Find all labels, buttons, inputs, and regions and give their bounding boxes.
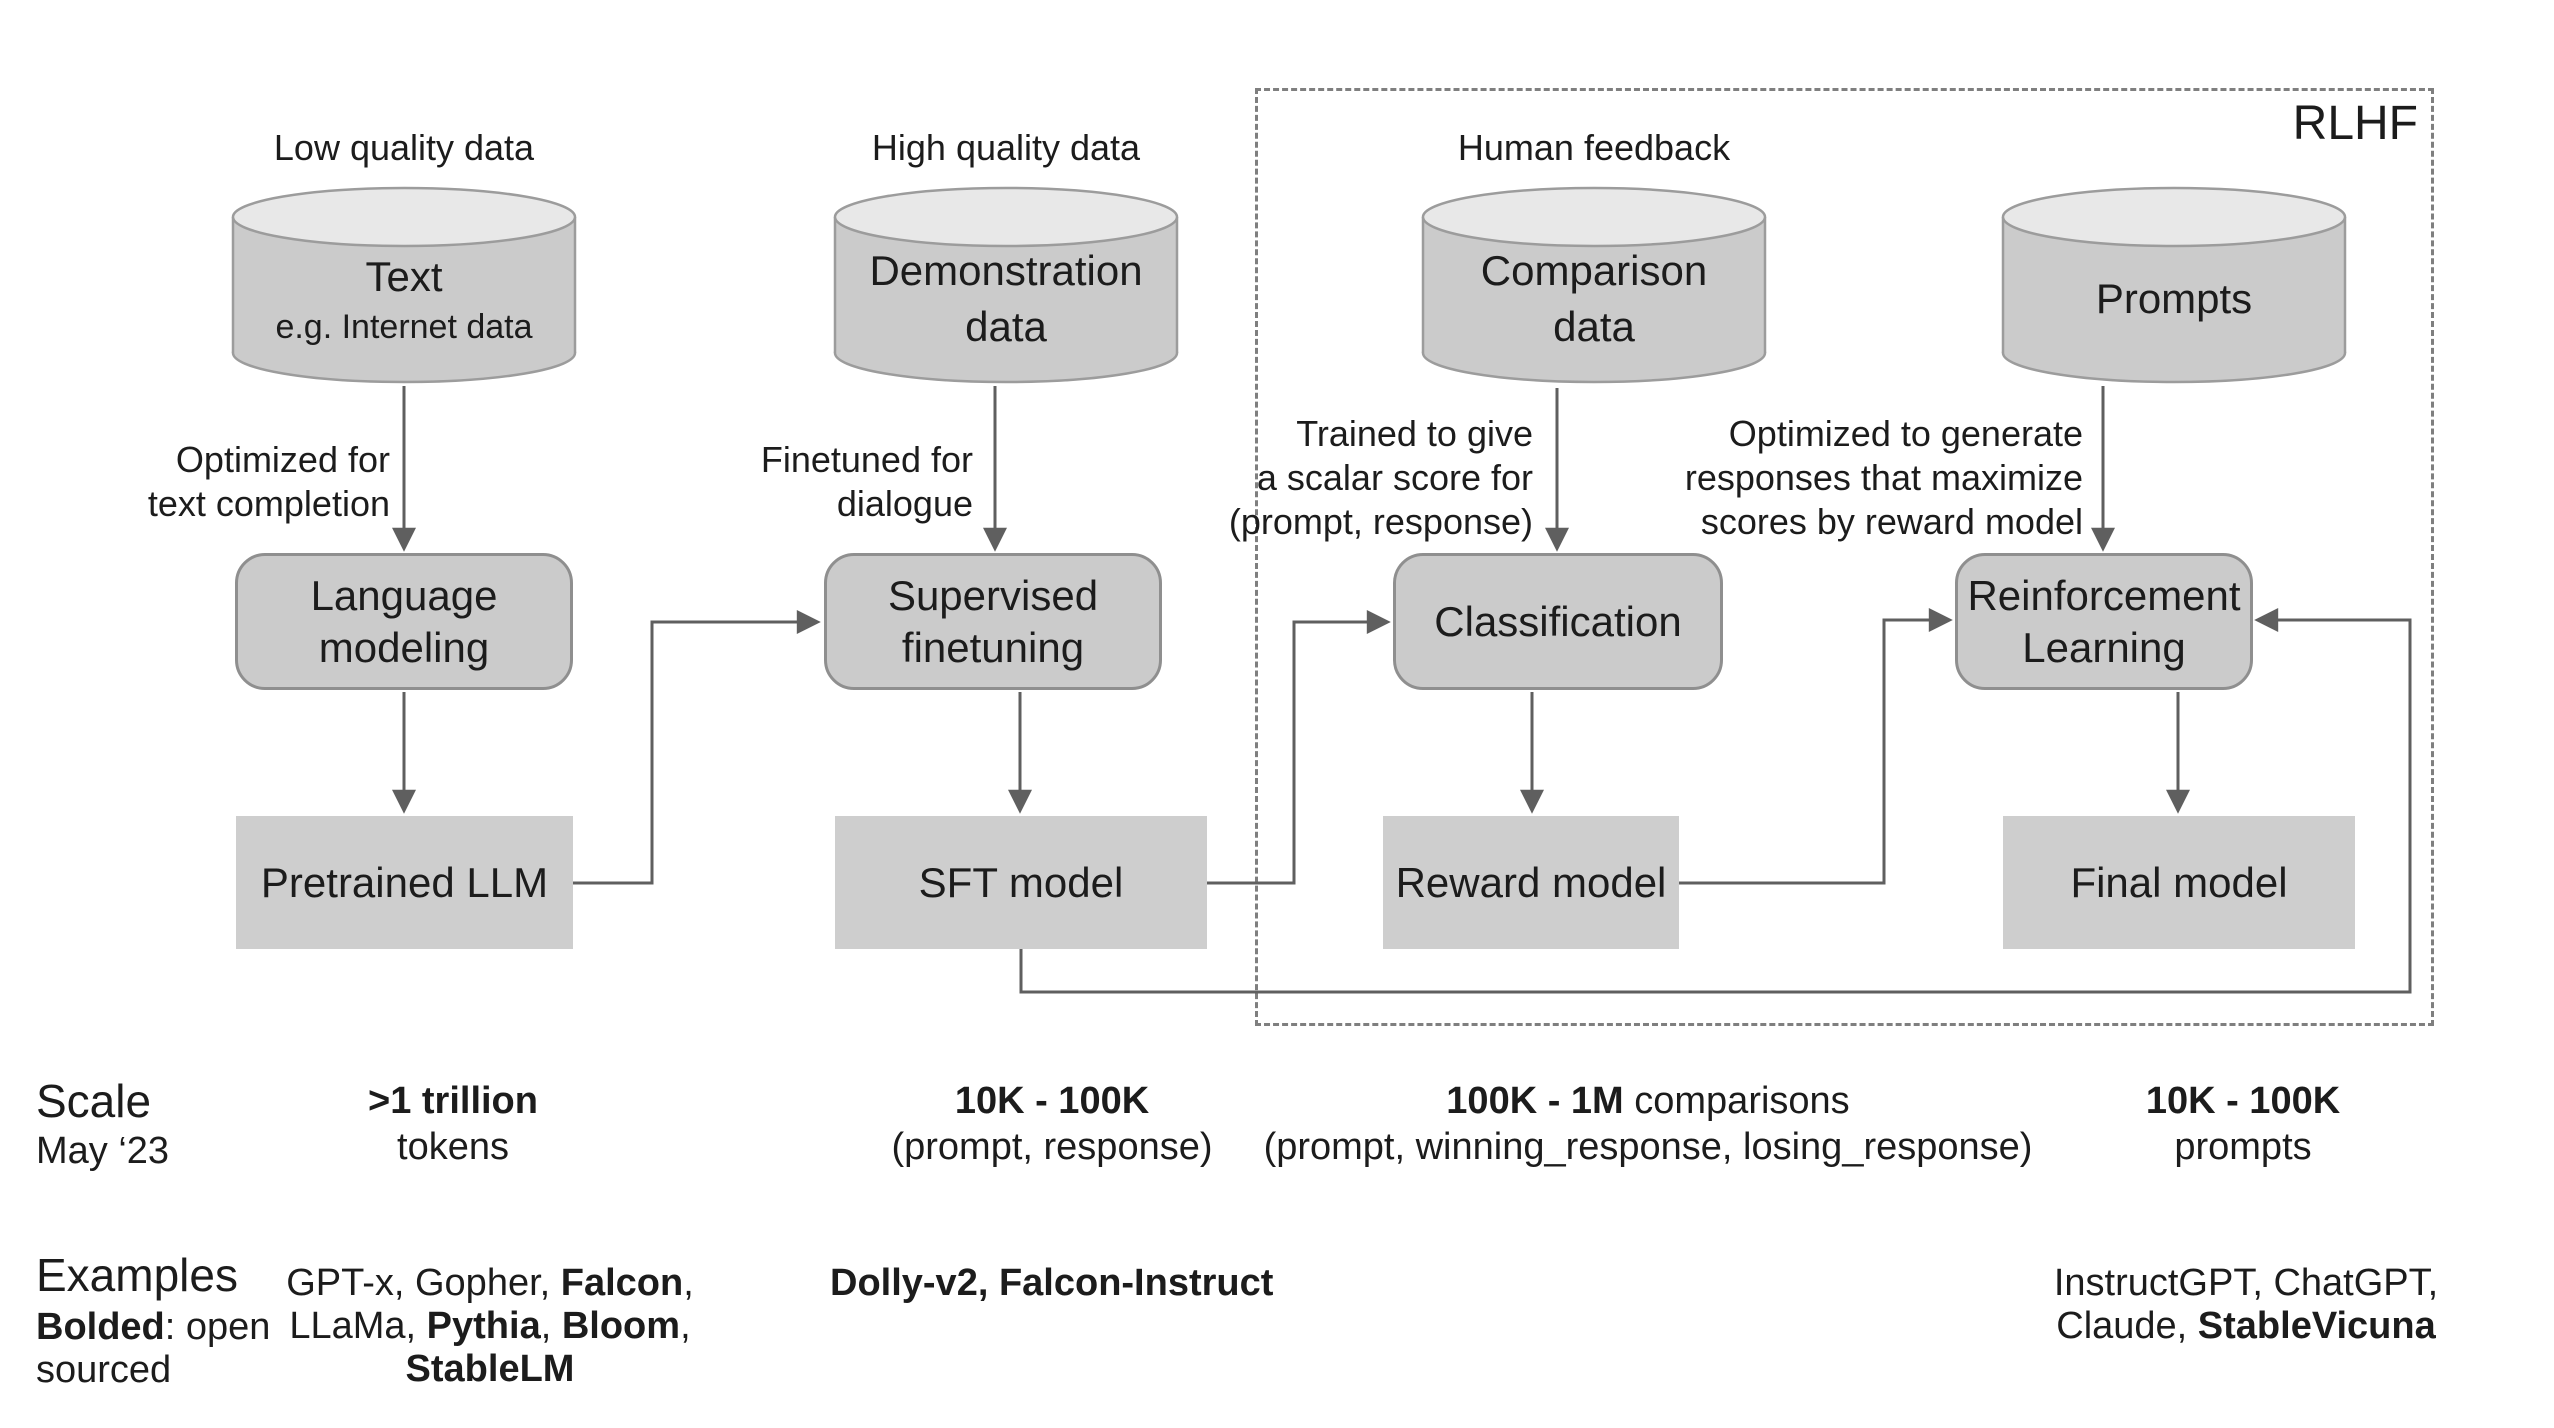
optimized-for-text-completion-label: Optimized for text completion bbox=[147, 439, 390, 524]
demonstration-data-cylinder bbox=[833, 186, 1179, 384]
finetuned-for-dialogue-label: Finetuned for dialogue bbox=[760, 439, 973, 524]
language-modeling-box: Language modeling bbox=[235, 553, 573, 690]
scale-sft: 10K - 100K (prompt, response) bbox=[891, 1080, 1213, 1168]
classification-box: Classification bbox=[1393, 553, 1723, 690]
scale-pretraining: >1 trillion tokens bbox=[368, 1080, 538, 1168]
cylinder-title-line2: data bbox=[1553, 303, 1635, 350]
cylinder-subtitle: e.g. Internet data bbox=[275, 308, 533, 346]
human-feedback-label: Human feedback bbox=[1457, 127, 1731, 168]
high-quality-data-label: High quality data bbox=[871, 127, 1141, 168]
cylinder-title: Demonstration bbox=[869, 247, 1143, 294]
examples-legend: Bolded: open bbox=[36, 1306, 271, 1348]
rlhf-dashed-box bbox=[1255, 88, 2434, 1026]
pretrained-llm-box: Pretrained LLM bbox=[236, 816, 573, 949]
cylinder-title: Text bbox=[365, 253, 443, 300]
scale-reward-model: 100K - 1M comparisons (prompt, winning_r… bbox=[1263, 1080, 2033, 1168]
trained-to-give-scalar-score-label: Trained to give a scalar score for (prom… bbox=[1228, 413, 1533, 542]
examples-heading: Examples bbox=[36, 1249, 238, 1301]
low-quality-data-label: Low quality data bbox=[273, 127, 535, 168]
scale-date: May ‘23 bbox=[36, 1130, 170, 1172]
prompts-cylinder-label: Prompts bbox=[2000, 216, 2348, 382]
scale-heading: Scale bbox=[36, 1075, 152, 1127]
rlhf-label: RLHF bbox=[2292, 97, 2418, 150]
cylinder-title: Prompts bbox=[2095, 275, 2253, 322]
optimized-to-generate-responses-label: Optimized to generate responses that max… bbox=[1684, 413, 2083, 542]
cylinder-title-line2: data bbox=[965, 303, 1047, 350]
final-model-box: Final model bbox=[2003, 816, 2355, 949]
cylinder-title: Comparison bbox=[1480, 247, 1708, 294]
comparison-data-cylinder-label: Comparison data bbox=[1420, 216, 1768, 382]
examples-sft: Dolly-v2, Falcon-Instruct bbox=[830, 1262, 1274, 1304]
examples-legend-line2: sourced bbox=[36, 1349, 172, 1391]
reward-model-box: Reward model bbox=[1383, 816, 1679, 949]
scale-rl: 10K - 100K prompts bbox=[2145, 1080, 2341, 1168]
text-data-cylinder-label: Text e.g. Internet data bbox=[230, 216, 578, 382]
prompts-cylinder bbox=[2001, 186, 2347, 384]
demonstration-data-cylinder-label: Demonstration data bbox=[832, 216, 1180, 382]
supervised-finetuning-box: Supervised finetuning bbox=[824, 553, 1162, 690]
examples-final: InstructGPT, ChatGPT, Claude, StableVicu… bbox=[2053, 1262, 2439, 1347]
comparison-data-cylinder bbox=[1421, 186, 1767, 384]
examples-pretrained: GPT-x, Gopher, Falcon, LLaMa, Pythia, Bl… bbox=[286, 1262, 694, 1390]
sft-model-box: SFT model bbox=[835, 816, 1207, 949]
text-data-cylinder bbox=[231, 186, 577, 384]
reinforcement-learning-box: Reinforcement Learning bbox=[1955, 553, 2253, 690]
